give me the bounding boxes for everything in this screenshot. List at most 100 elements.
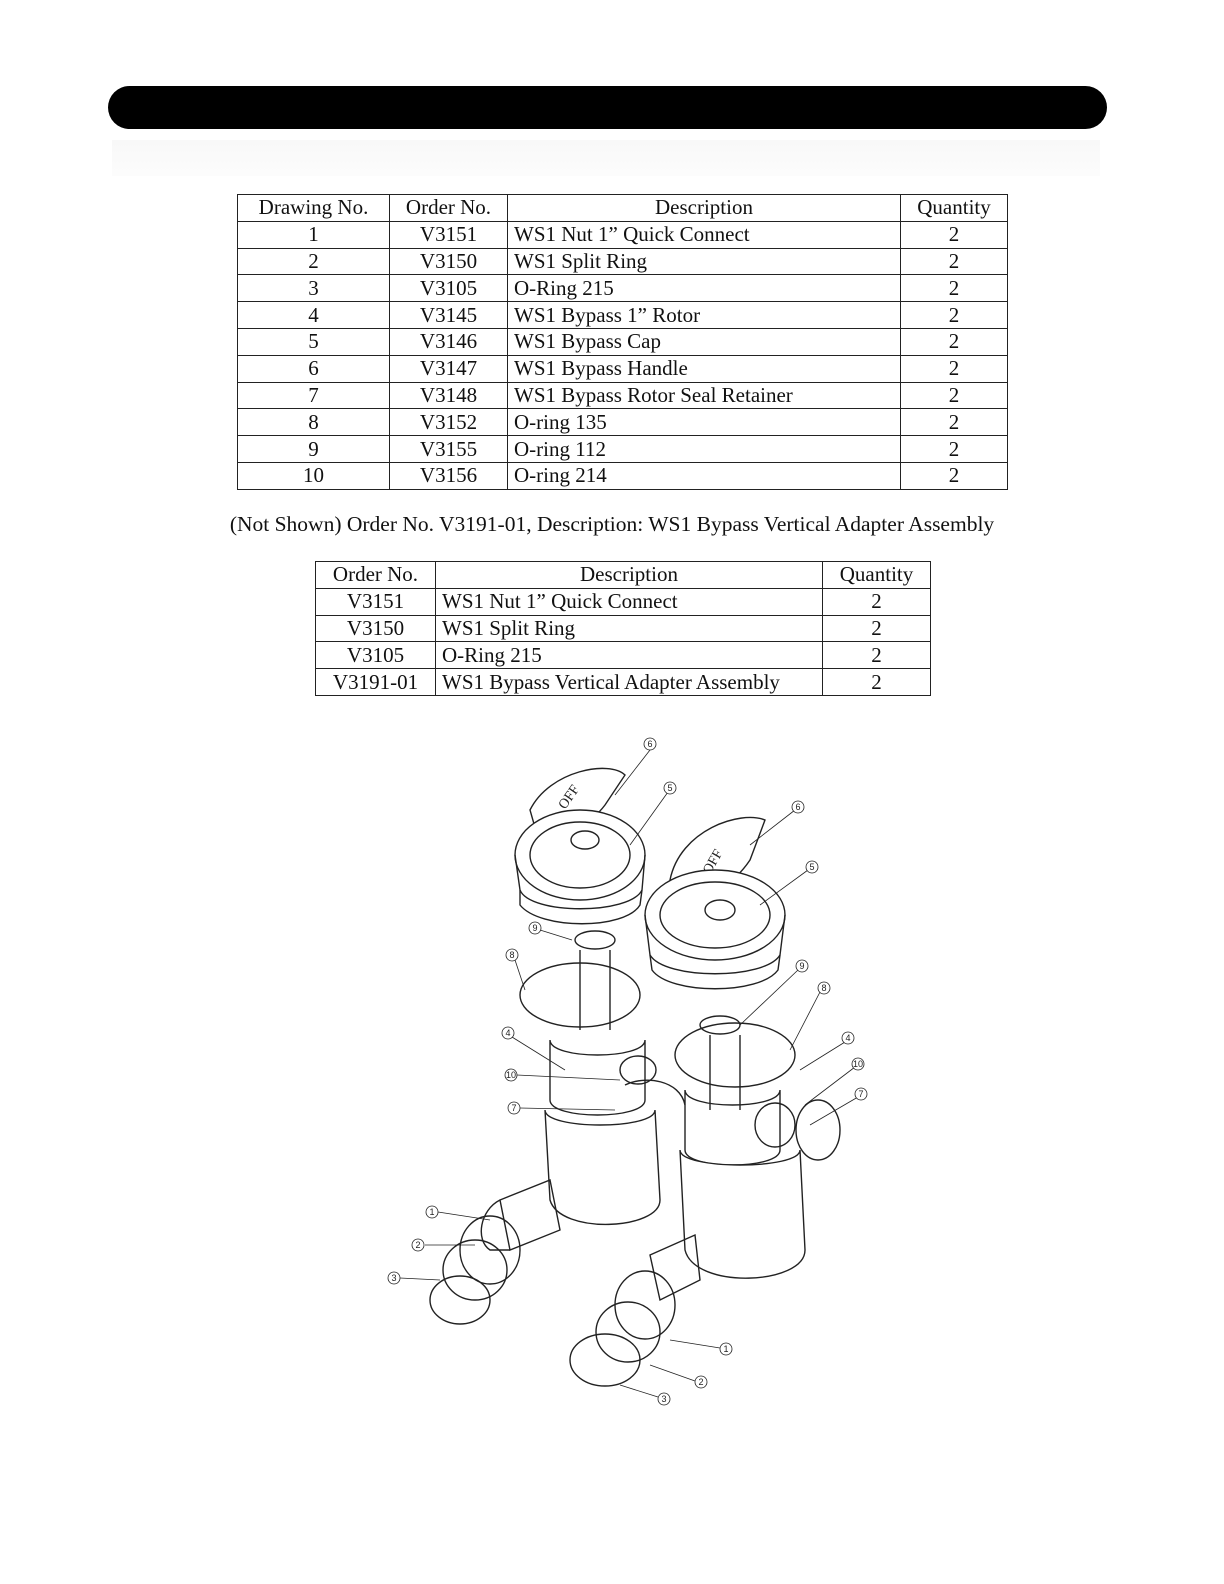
table-cell: 2	[900, 435, 1008, 463]
table-cell: V3152	[389, 408, 508, 437]
svg-text:5: 5	[809, 862, 814, 872]
column-header: Description	[435, 561, 823, 589]
svg-text:6: 6	[795, 802, 800, 812]
svg-text:7: 7	[858, 1089, 863, 1099]
table-cell: 9	[237, 435, 390, 463]
table-cell: V3145	[389, 301, 508, 329]
table-cell: 4	[237, 301, 390, 329]
parts-table: Drawing No. Order No. Description Quanti…	[237, 194, 1008, 490]
svg-text:3: 3	[661, 1394, 666, 1404]
table-cell: WS1 Bypass Cap	[507, 327, 901, 356]
svg-text:2: 2	[698, 1377, 703, 1387]
svg-text:10: 10	[506, 1070, 516, 1080]
table-cell: V3151	[389, 220, 508, 249]
table-cell: 2	[822, 641, 931, 670]
svg-text:10: 10	[853, 1059, 863, 1069]
table-cell: 2	[822, 614, 931, 643]
table-cell: V3156	[389, 461, 508, 490]
table-cell: V3150	[389, 247, 508, 276]
table-cell: O-ring 112	[507, 435, 901, 463]
table-cell: 2	[822, 587, 931, 616]
svg-text:3: 3	[391, 1273, 396, 1283]
table-cell: 2	[900, 301, 1008, 329]
table-cell: V3148	[389, 381, 508, 410]
table-cell: 2	[900, 220, 1008, 249]
header-bar	[108, 86, 1107, 129]
table-cell: O-ring 135	[507, 408, 901, 437]
table-cell: O-ring 214	[507, 461, 901, 490]
table-cell: V3146	[389, 327, 508, 356]
table-cell: 6	[237, 354, 390, 383]
not-shown-note: (Not Shown) Order No. V3191-01, Descript…	[229, 512, 995, 536]
table-cell: V3105	[315, 641, 436, 670]
table-cell: WS1 Nut 1” Quick Connect	[507, 220, 901, 249]
column-header: Quantity	[822, 561, 931, 589]
table-cell: 7	[237, 381, 390, 410]
svg-text:1: 1	[429, 1207, 434, 1217]
svg-text:4: 4	[845, 1033, 850, 1043]
table-cell: V3147	[389, 354, 508, 383]
svg-text:9: 9	[799, 961, 804, 971]
table-cell: WS1 Split Ring	[507, 247, 901, 276]
svg-text:9: 9	[532, 923, 537, 933]
table-cell: O-Ring 215	[435, 641, 823, 670]
table-header-row: Drawing No. Order No. Description Quanti…	[237, 194, 1008, 222]
svg-text:2: 2	[415, 1240, 420, 1250]
table-cell: WS1 Bypass Rotor Seal Retainer	[507, 381, 901, 410]
table-cell: 5	[237, 327, 390, 356]
table-cell: V3151	[315, 587, 436, 616]
table-cell: 2	[900, 408, 1008, 437]
table-cell: V3150	[315, 614, 436, 643]
table-cell: V3155	[389, 435, 508, 463]
table-cell: 2	[900, 381, 1008, 410]
column-header: Quantity	[900, 194, 1008, 222]
header-shadow	[112, 140, 1100, 176]
table-cell: 2	[900, 247, 1008, 276]
column-header: Description	[507, 194, 901, 222]
table-cell: 3	[237, 274, 390, 303]
svg-text:4: 4	[505, 1028, 510, 1038]
svg-text:5: 5	[667, 783, 672, 793]
right-handle: OFF	[644, 816, 786, 990]
table-cell: WS1 Bypass Vertical Adapter Assembly	[435, 668, 823, 696]
column-header: Order No.	[389, 194, 508, 222]
table-cell: 2	[900, 327, 1008, 356]
svg-text:8: 8	[821, 983, 826, 993]
table-cell: 1	[237, 220, 390, 249]
table-cell: WS1 Bypass Handle	[507, 354, 901, 383]
svg-text:7: 7	[511, 1103, 516, 1113]
table-cell: 10	[237, 461, 390, 490]
table-cell: WS1 Bypass 1” Rotor	[507, 301, 901, 329]
svg-text:6: 6	[647, 739, 652, 749]
svg-text:1: 1	[723, 1344, 728, 1354]
column-header: Order No.	[315, 561, 436, 589]
table-cell: WS1 Nut 1” Quick Connect	[435, 587, 823, 616]
table-cell: 2	[900, 354, 1008, 383]
table-cell: 2	[900, 274, 1008, 303]
table-cell: V3105	[389, 274, 508, 303]
table-cell: 2	[237, 247, 390, 276]
table-cell: WS1 Split Ring	[435, 614, 823, 643]
table-header-row: Order No. Description Quantity	[315, 561, 931, 589]
table-cell: 8	[237, 408, 390, 437]
table-cell: O-Ring 215	[507, 274, 901, 303]
column-header: Drawing No.	[237, 194, 390, 222]
table-cell: V3191-01	[315, 668, 436, 696]
table-cell: 2	[900, 461, 1008, 490]
svg-text:8: 8	[509, 950, 514, 960]
table-cell: 2	[822, 668, 931, 696]
left-handle: OFF	[514, 767, 646, 925]
